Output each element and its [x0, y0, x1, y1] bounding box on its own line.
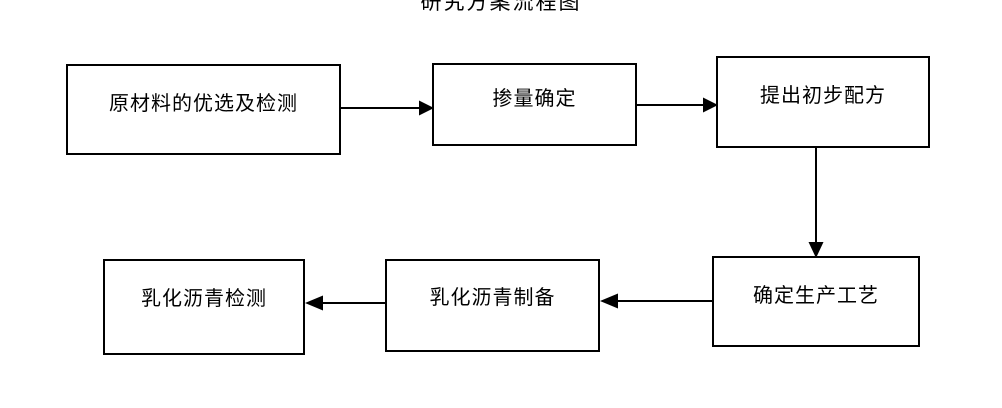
node-label: 乳化沥青制备: [429, 284, 556, 309]
node-emulsified-asphalt-preparation[interactable]: 乳化沥青制备: [385, 259, 600, 352]
arrowhead-right-icon: [419, 100, 434, 116]
node-label: 原材料的优选及检测: [109, 90, 298, 115]
node-determine-production-process[interactable]: 确定生产工艺: [712, 256, 920, 347]
node-raw-material-selection-testing[interactable]: 原材料的优选及检测: [66, 64, 341, 155]
node-label: 乳化沥青检测: [141, 286, 267, 310]
node-emulsified-asphalt-testing[interactable]: 乳化沥青检测: [103, 259, 305, 355]
node-label: 提出初步配方: [760, 83, 886, 107]
connector-process-to-preparation: [600, 293, 714, 309]
arrowhead-left-icon: [305, 295, 323, 311]
arrowhead-down-icon: [808, 242, 824, 258]
arrowhead-left-icon: [600, 293, 618, 309]
node-preliminary-formula[interactable]: 提出初步配方: [716, 56, 930, 148]
connector-formula-to-process: [808, 148, 824, 258]
arrowhead-right-icon: [703, 97, 718, 113]
connector-preparation-to-testing: [305, 295, 387, 311]
node-label: 掺量确定: [492, 85, 577, 110]
connector-dosage-to-formula: [637, 97, 718, 113]
connector-raw-material-to-dosage: [341, 100, 434, 116]
figure-title: 研究方案流程图: [420, 0, 582, 14]
node-label: 确定生产工艺: [753, 282, 879, 307]
node-dosage-determination[interactable]: 掺量确定: [432, 63, 637, 146]
